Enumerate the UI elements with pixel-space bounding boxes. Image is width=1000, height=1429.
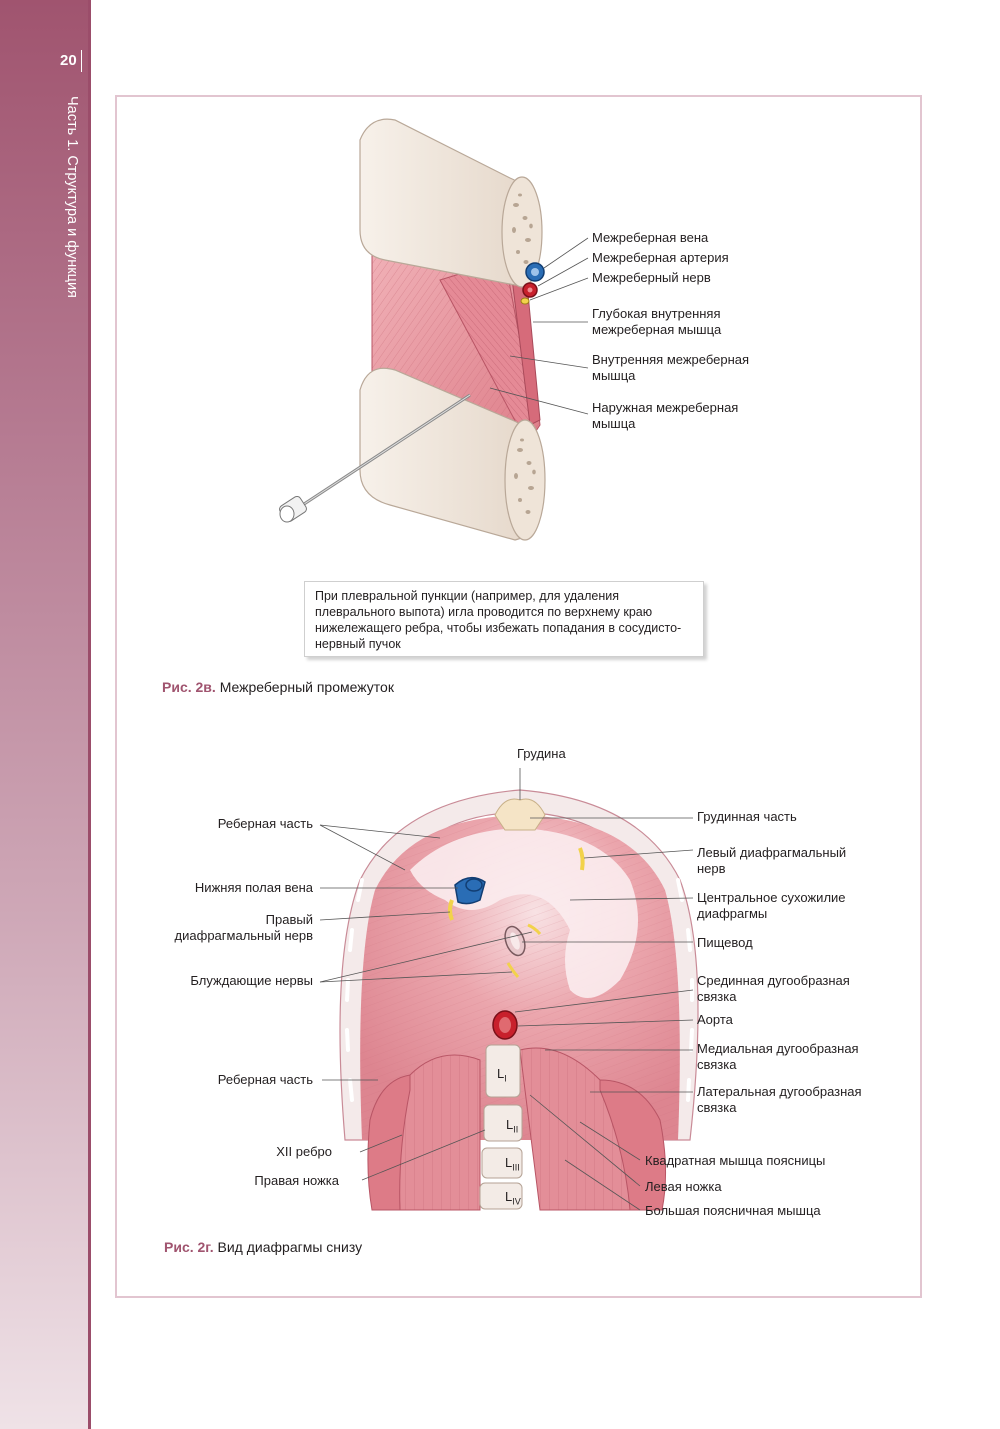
- label-medial-arcuate: Медиальная дугообразная связка: [697, 1041, 859, 1072]
- label-intercostal-nerve: Межреберный нерв: [592, 270, 711, 285]
- caption-fig-2g: Рис. 2г. Вид диафрагмы снизу: [164, 1239, 362, 1255]
- vagus-icon-1: [527, 923, 542, 935]
- caption-fig-2v-text: Межреберный промежуток: [219, 679, 394, 695]
- label-vagus-nerves: Блуждающие нервы: [190, 973, 313, 988]
- label-sternum: Грудина: [517, 746, 566, 761]
- page-number-divider: [81, 50, 82, 72]
- figure-frame: [115, 95, 922, 1298]
- label-internal-muscle: Внутренняя межреберная мышца: [592, 352, 750, 383]
- label-right-phrenic-nerve: Правый диафрагмальный нерв: [174, 912, 313, 943]
- label-l3: LIII: [505, 1155, 520, 1173]
- label-quadratus-lumborum: Квадратная мышца поясницы: [645, 1153, 826, 1168]
- pleural-puncture-note: При плевральной пункции (например, для у…: [304, 581, 704, 657]
- lower-rib-section: [504, 419, 546, 541]
- sternum-shape: [494, 798, 546, 831]
- label-esophagus: Пищевод: [697, 935, 753, 950]
- vagus-icon-2: [506, 962, 520, 978]
- label-costal-part-top: Реберная часть: [217, 816, 313, 831]
- label-external-muscle: Наружная межреберная мышца: [592, 400, 739, 431]
- running-head: Часть 1. Структура и функция: [64, 96, 80, 298]
- left-phrenic-icon: [578, 847, 585, 871]
- caption-fig-2g-text: Вид диафрагмы снизу: [217, 1239, 363, 1255]
- label-costal-part-bottom: Реберная часть: [217, 1072, 313, 1087]
- label-psoas-major: Большая поясничная мышца: [645, 1203, 821, 1218]
- label-left-crus: Левая ножка: [645, 1179, 722, 1194]
- internal-muscle-fibres: [440, 260, 535, 430]
- right-phrenic-icon: [448, 899, 454, 921]
- label-left-phrenic-nerve: Левый диафрагмальный нерв: [697, 845, 847, 876]
- quadratus-right: [367, 1074, 411, 1211]
- label-rib-12: XII ребро: [276, 1144, 332, 1159]
- label-l1: LI: [497, 1066, 507, 1084]
- label-intercostal-artery: Межреберная артерия: [592, 250, 729, 265]
- caption-fig-2v: Рис. 2в. Межреберный промежуток: [162, 679, 394, 695]
- label-right-crus: Правая ножка: [254, 1173, 339, 1188]
- label-lateral-arcuate: Латеральная дугообразная связка: [697, 1084, 862, 1115]
- central-tendon: [410, 828, 638, 998]
- label-aorta: Аорта: [697, 1012, 733, 1027]
- caption-fig-2g-number: Рис. 2г.: [164, 1239, 214, 1255]
- page-number: 20: [60, 52, 77, 69]
- upper-rib-section: [501, 176, 543, 288]
- sidebar-rule: [88, 0, 91, 1429]
- label-central-tendon: Центральное сухожилие диафрагмы: [697, 890, 846, 921]
- vertebrae: [479, 1044, 523, 1210]
- label-median-arcuate: Срединная дугообразная связка: [697, 973, 850, 1004]
- quadratus-left: [599, 1079, 667, 1211]
- label-ivc: Нижняя полая вена: [194, 880, 313, 895]
- caption-fig-2v-number: Рис. 2в.: [162, 679, 216, 695]
- label-l2: LII: [506, 1117, 519, 1135]
- label-l4: LIV: [505, 1189, 521, 1207]
- nerve-icon: [520, 297, 530, 305]
- label-intercostal-vein: Межреберная вена: [592, 230, 709, 245]
- label-deep-internal-muscle: Глубокая внутренняя межреберная мышца: [592, 306, 722, 337]
- sidebar: [0, 0, 88, 1429]
- label-sternal-part: Грудинная часть: [697, 809, 797, 824]
